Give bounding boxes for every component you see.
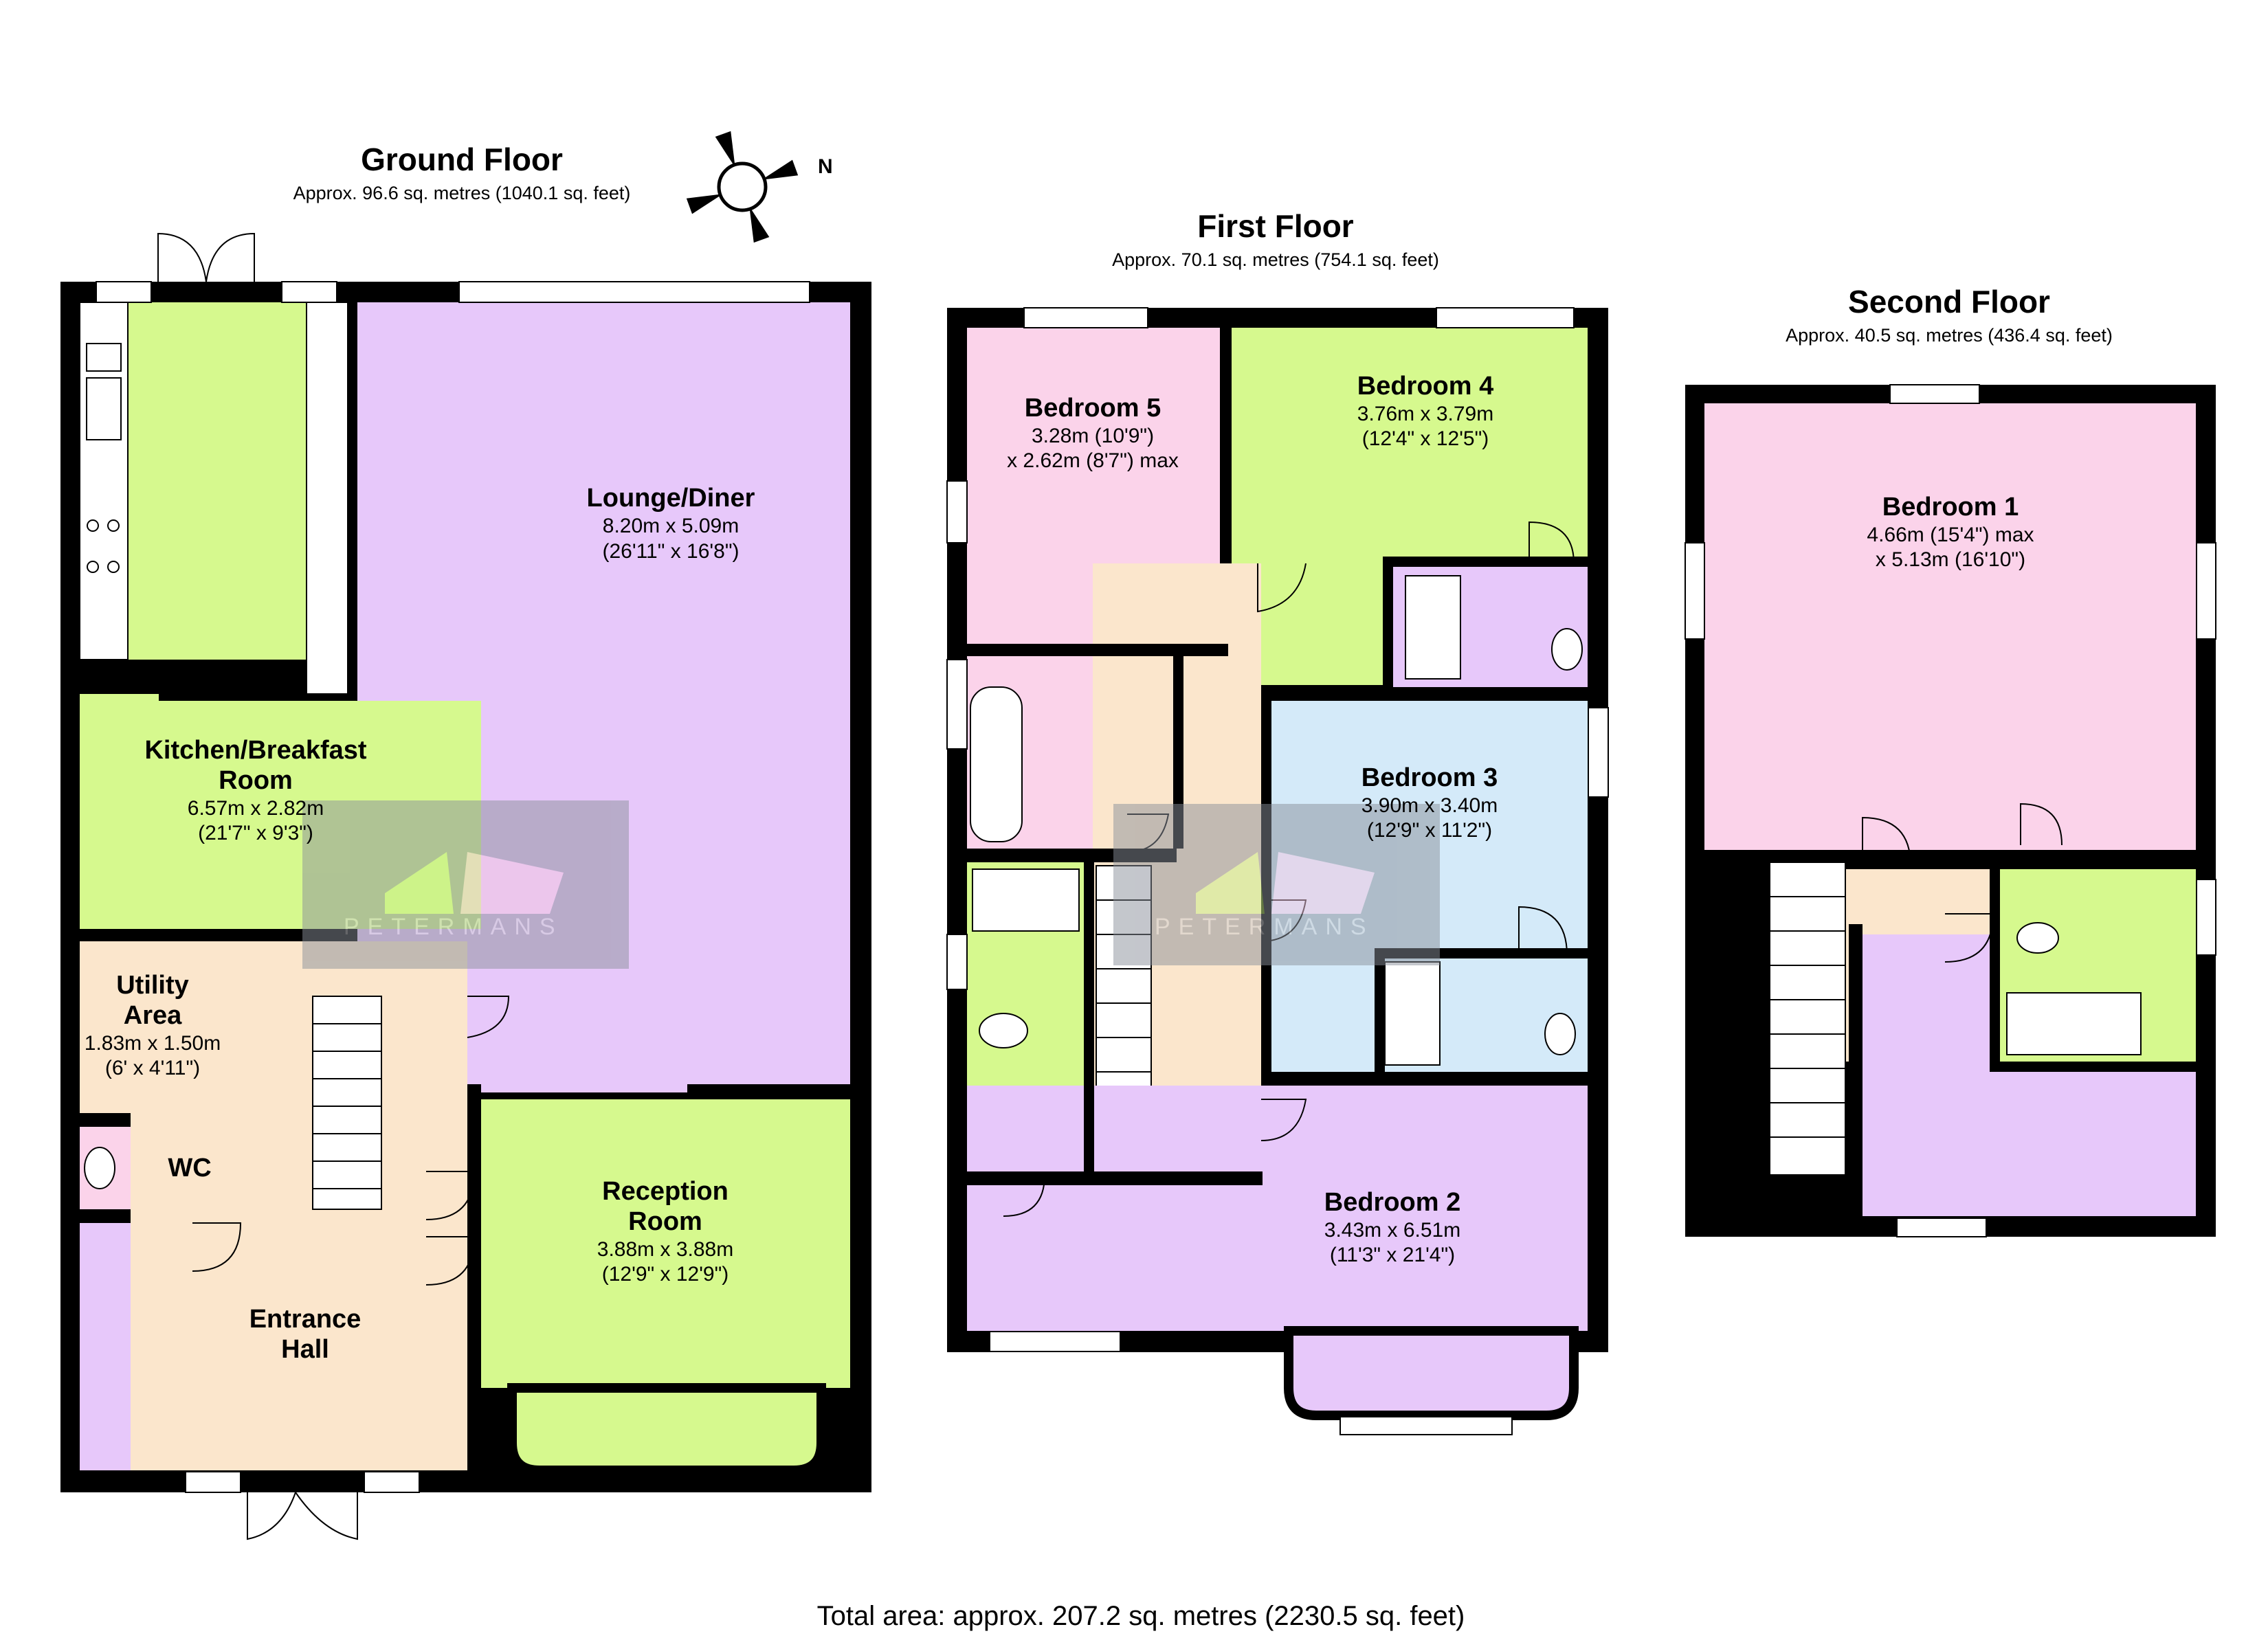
second-floor-title: Second Floor: [1848, 284, 2050, 319]
bedroom-2-room: [967, 1086, 1588, 1331]
lounge-dim-metric: 8.20m x 5.09m: [603, 515, 739, 537]
first-floor-title: First Floor: [1197, 208, 1354, 244]
bedroom-1-room: [1704, 403, 2196, 850]
watermark: PETERMANS: [302, 800, 629, 969]
wc-name: WC: [168, 1154, 211, 1182]
kitchen-name-line1: Kitchen/Breakfast: [144, 736, 366, 765]
reception-name-line1: Reception: [602, 1177, 729, 1206]
ground-floor-area: Approx. 96.6 sq. metres (1040.1 sq. feet…: [293, 183, 631, 203]
utility-dim-metric: 1.83m x 1.50m: [85, 1032, 221, 1055]
utility-name-line2: Area: [124, 1001, 182, 1030]
utility-name-line1: Utility: [116, 971, 189, 1000]
reception-name-line2: Room: [628, 1207, 702, 1236]
kitchen-dim-imperial: (21'7" x 9'3"): [198, 822, 313, 844]
bedroom4-name: Bedroom 4: [1357, 372, 1493, 401]
bedroom1-dim-line2: x 5.13m (16'10"): [1876, 548, 2025, 571]
staircase: [312, 996, 382, 1210]
total-area: Total area: approx. 207.2 sq. metres (22…: [817, 1601, 1465, 1631]
staircase-second: [1769, 862, 1846, 1176]
second-floor-area: Approx. 40.5 sq. metres (436.4 sq. feet): [1786, 325, 2113, 346]
first-floor-area: Approx. 70.1 sq. metres (754.1 sq. feet): [1112, 249, 1439, 270]
bedroom2-name: Bedroom 2: [1324, 1188, 1460, 1217]
watermark-text-1: PETERMANS: [344, 914, 564, 940]
bedroom5-dim-line2: x 2.62m (8'7") max: [1007, 449, 1179, 472]
watermark-text-2: PETERMANS: [1155, 914, 1375, 940]
second-floor: [1685, 384, 2216, 1237]
lounge-dim-imperial: (26'11" x 16'8"): [603, 540, 740, 563]
entrance-name-line1: Entrance: [249, 1305, 362, 1334]
compass-north-label: N: [818, 155, 833, 178]
kitchen-name-line2: Room: [219, 766, 293, 795]
reception-dim-metric: 3.88m x 3.88m: [597, 1238, 733, 1261]
entrance-hall-room: [131, 941, 467, 1470]
bedroom4-dim-metric: 3.76m x 3.79m: [1357, 403, 1493, 425]
compass-icon: N: [686, 131, 833, 243]
bedroom2-dim-imperial: (11'3" x 21'4"): [1330, 1244, 1455, 1266]
entrance-name-line2: Hall: [281, 1335, 329, 1364]
ground-floor: [60, 232, 871, 1540]
bedroom3-dim-imperial: (12'9" x 11'2"): [1367, 819, 1492, 842]
bedroom1-dim-line1: 4.66m (15'4") max: [1867, 524, 2034, 546]
bedroom3-dim-metric: 3.90m x 3.40m: [1361, 794, 1498, 817]
bedroom4-dim-imperial: (12'4" x 12'5"): [1362, 427, 1489, 450]
ground-floor-title: Ground Floor: [361, 142, 563, 177]
bedroom3-name: Bedroom 3: [1361, 763, 1498, 792]
reception-room: [481, 1099, 850, 1388]
watermark-2: PETERMANS: [1113, 804, 1440, 965]
reception-dim-imperial: (12'9" x 12'9"): [602, 1263, 729, 1286]
bedroom1-name: Bedroom 1: [1882, 493, 2019, 521]
bedroom2-dim-metric: 3.43m x 6.51m: [1324, 1219, 1460, 1242]
lounge-name: Lounge/Diner: [587, 484, 755, 513]
utility-dim-imperial: (6' x 4'11"): [105, 1057, 200, 1079]
bedroom5-name: Bedroom 5: [1025, 394, 1161, 423]
bedroom5-dim-line1: 3.28m (10'9"): [1032, 425, 1154, 447]
kitchen-dim-metric: 6.57m x 2.82m: [188, 797, 324, 820]
